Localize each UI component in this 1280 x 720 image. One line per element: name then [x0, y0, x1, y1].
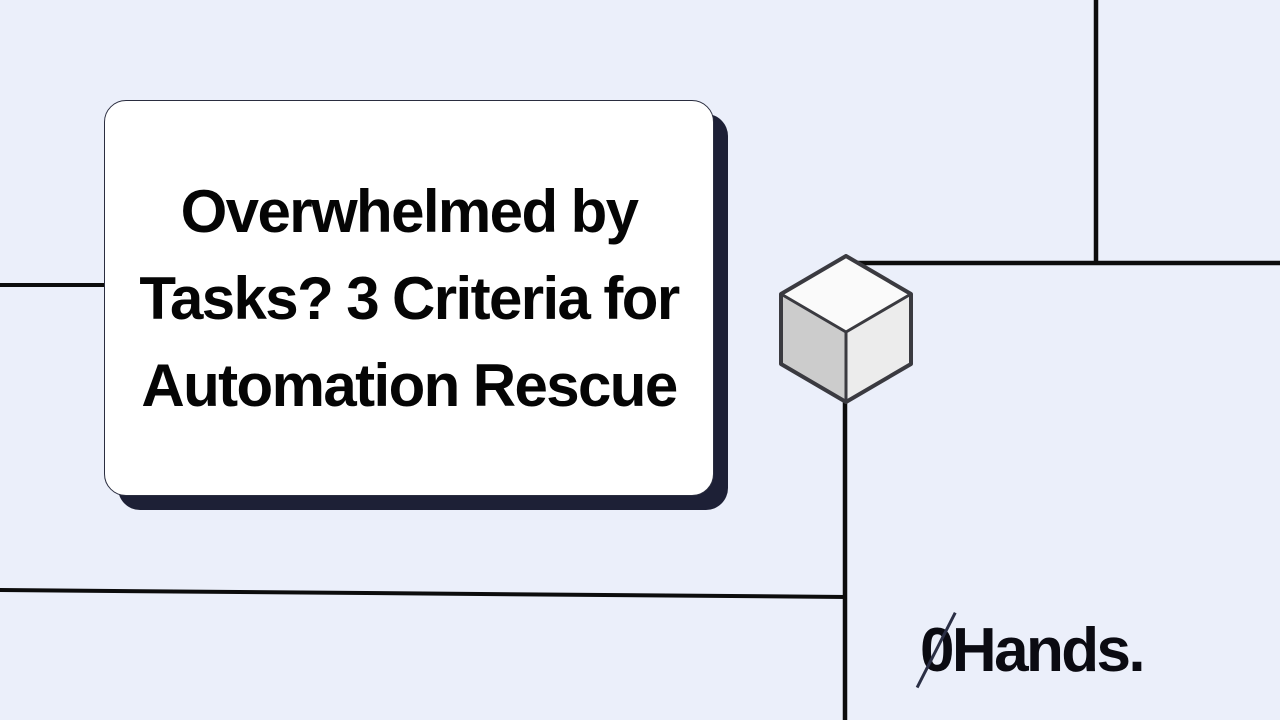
- cube-inner-edges: [780, 292, 912, 402]
- deco-line-horizontal-lower: [0, 588, 848, 599]
- logo-wordmark: Hands: [951, 615, 1131, 685]
- cube-left-face: [781, 294, 846, 402]
- brand-logo: 0 Hands .: [915, 611, 1146, 689]
- page-title: Overwhelmed by Tasks? 3 Criteria for Aut…: [139, 177, 680, 419]
- isometric-cube-icon: [779, 254, 913, 404]
- logo-period: .: [1128, 615, 1145, 685]
- cube-right-face: [846, 294, 911, 402]
- title-card: Overwhelmed by Tasks? 3 Criteria for Aut…: [104, 100, 728, 510]
- title-card-surface: Overwhelmed by Tasks? 3 Criteria for Aut…: [104, 100, 714, 496]
- logo-slashed-zero-icon: 0: [915, 611, 957, 689]
